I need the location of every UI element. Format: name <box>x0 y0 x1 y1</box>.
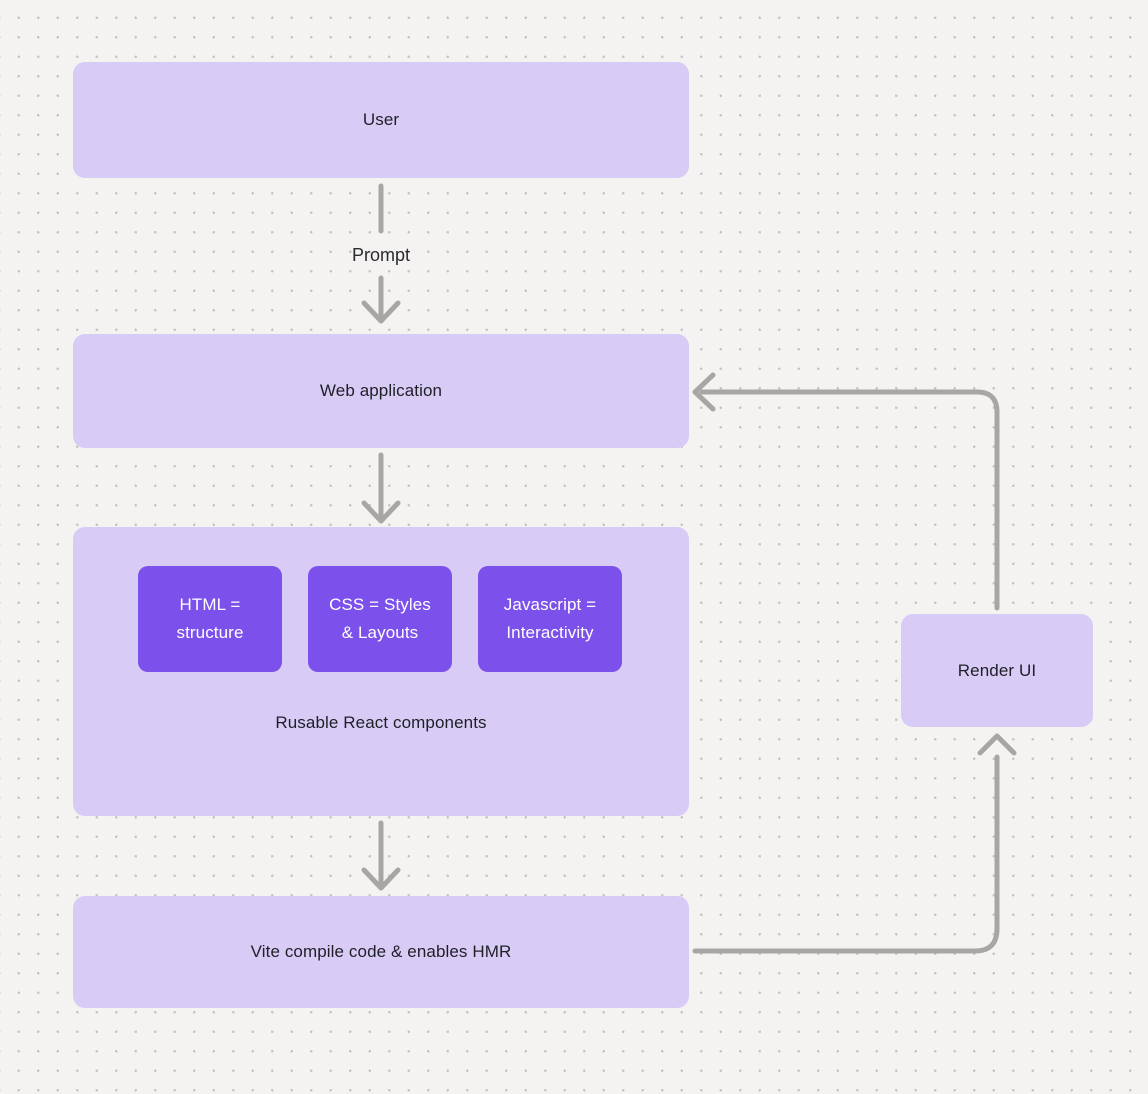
node-javascript: Javascript = Interactivity <box>478 566 622 672</box>
node-web-application: Web application <box>73 334 689 448</box>
node-vite-label: Vite compile code & enables HMR <box>250 942 512 961</box>
edge-label-prompt: Prompt <box>351 245 411 265</box>
components-group-caption: Rusable React components <box>275 713 487 732</box>
edge-renderui-to-webapp <box>699 389 1000 611</box>
arrowhead-down-webapp-icon <box>361 300 401 324</box>
node-css-label-line2: & Layouts <box>341 623 419 642</box>
arrowhead-down-components-icon <box>361 500 401 524</box>
node-javascript-label-line2: Interactivity <box>506 623 594 642</box>
arrowhead-left-webapp-icon <box>692 372 716 412</box>
node-user: User <box>73 62 689 178</box>
node-render-ui: Render UI <box>901 614 1093 727</box>
arrowhead-down-vite-icon <box>361 867 401 891</box>
edge-vite-to-renderui <box>692 754 1000 954</box>
node-html: HTML = structure <box>138 566 282 672</box>
node-javascript-label-line1: Javascript = <box>503 595 597 614</box>
node-html-label-line2: structure <box>176 623 244 642</box>
node-user-label: User <box>362 110 400 129</box>
node-components-group: HTML = structure CSS = Styles & Layouts … <box>73 527 689 816</box>
node-vite: Vite compile code & enables HMR <box>73 896 689 1008</box>
arrowhead-up-renderui-icon <box>977 733 1017 756</box>
node-html-label-line1: HTML = <box>179 595 241 614</box>
node-css: CSS = Styles & Layouts <box>308 566 452 672</box>
node-web-application-label: Web application <box>319 381 443 400</box>
node-render-ui-label: Render UI <box>957 660 1037 680</box>
connector-group <box>361 183 1017 954</box>
node-css-label-line1: CSS = Styles <box>329 595 431 614</box>
